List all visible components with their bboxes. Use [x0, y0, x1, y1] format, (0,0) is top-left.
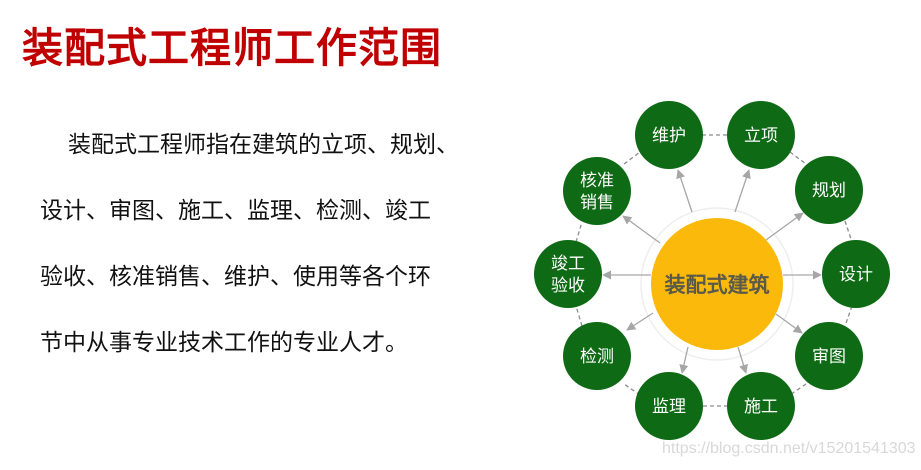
node-label: 规划: [812, 181, 846, 201]
node-lixiang: 立项: [727, 101, 795, 169]
node-label: 销售: [580, 193, 614, 213]
paragraph-line: 节中从事专业技术工作的专业人才。: [40, 330, 408, 356]
node-hezhun-xiaoshou: 核准 销售: [563, 157, 631, 225]
node-label: 维护: [652, 126, 686, 146]
faint-ring: [640, 207, 794, 361]
node-label: 设计: [839, 265, 873, 285]
node-sheji: 设计: [822, 240, 890, 308]
description-paragraph: 装配式工程师指在建筑的立项、规划、 设计、审图、施工、监理、检测、竣工 验收、核…: [40, 112, 520, 376]
node-label: 核准: [580, 171, 614, 191]
node-shigong: 施工: [727, 372, 795, 440]
dashed-ring: [575, 134, 853, 407]
node-weihu: 维护: [635, 101, 703, 169]
node-label: 竣工: [551, 254, 585, 274]
paragraph-line: 验收、核准销售、维护、使用等各个环: [40, 264, 431, 290]
node-guihua: 规划: [795, 156, 863, 224]
node-shentu: 审图: [795, 322, 863, 390]
node-label: 立项: [744, 126, 778, 146]
paragraph-line: 装配式工程师指在建筑的立项、规划、: [68, 132, 459, 158]
node-label: 审图: [812, 347, 846, 367]
node-jianli: 监理: [635, 372, 703, 440]
node-label: 验收: [551, 276, 585, 296]
node-label: 监理: [652, 397, 686, 417]
arrows: [602, 169, 822, 374]
watermark-text: https://blog.csdn.net/v15201541303: [662, 440, 916, 457]
page-title: 装配式工程师工作范围: [22, 24, 442, 72]
node-jiance: 检测: [563, 322, 631, 390]
node-label: 检测: [580, 347, 614, 367]
center-node: 装配式建筑: [651, 218, 783, 350]
node-jungong-yanshou: 竣工 验收: [534, 240, 602, 308]
node-label: 施工: [744, 397, 778, 417]
center-label: 装配式建筑: [665, 273, 770, 297]
paragraph-line: 设计、审图、施工、监理、检测、竣工: [40, 198, 431, 224]
